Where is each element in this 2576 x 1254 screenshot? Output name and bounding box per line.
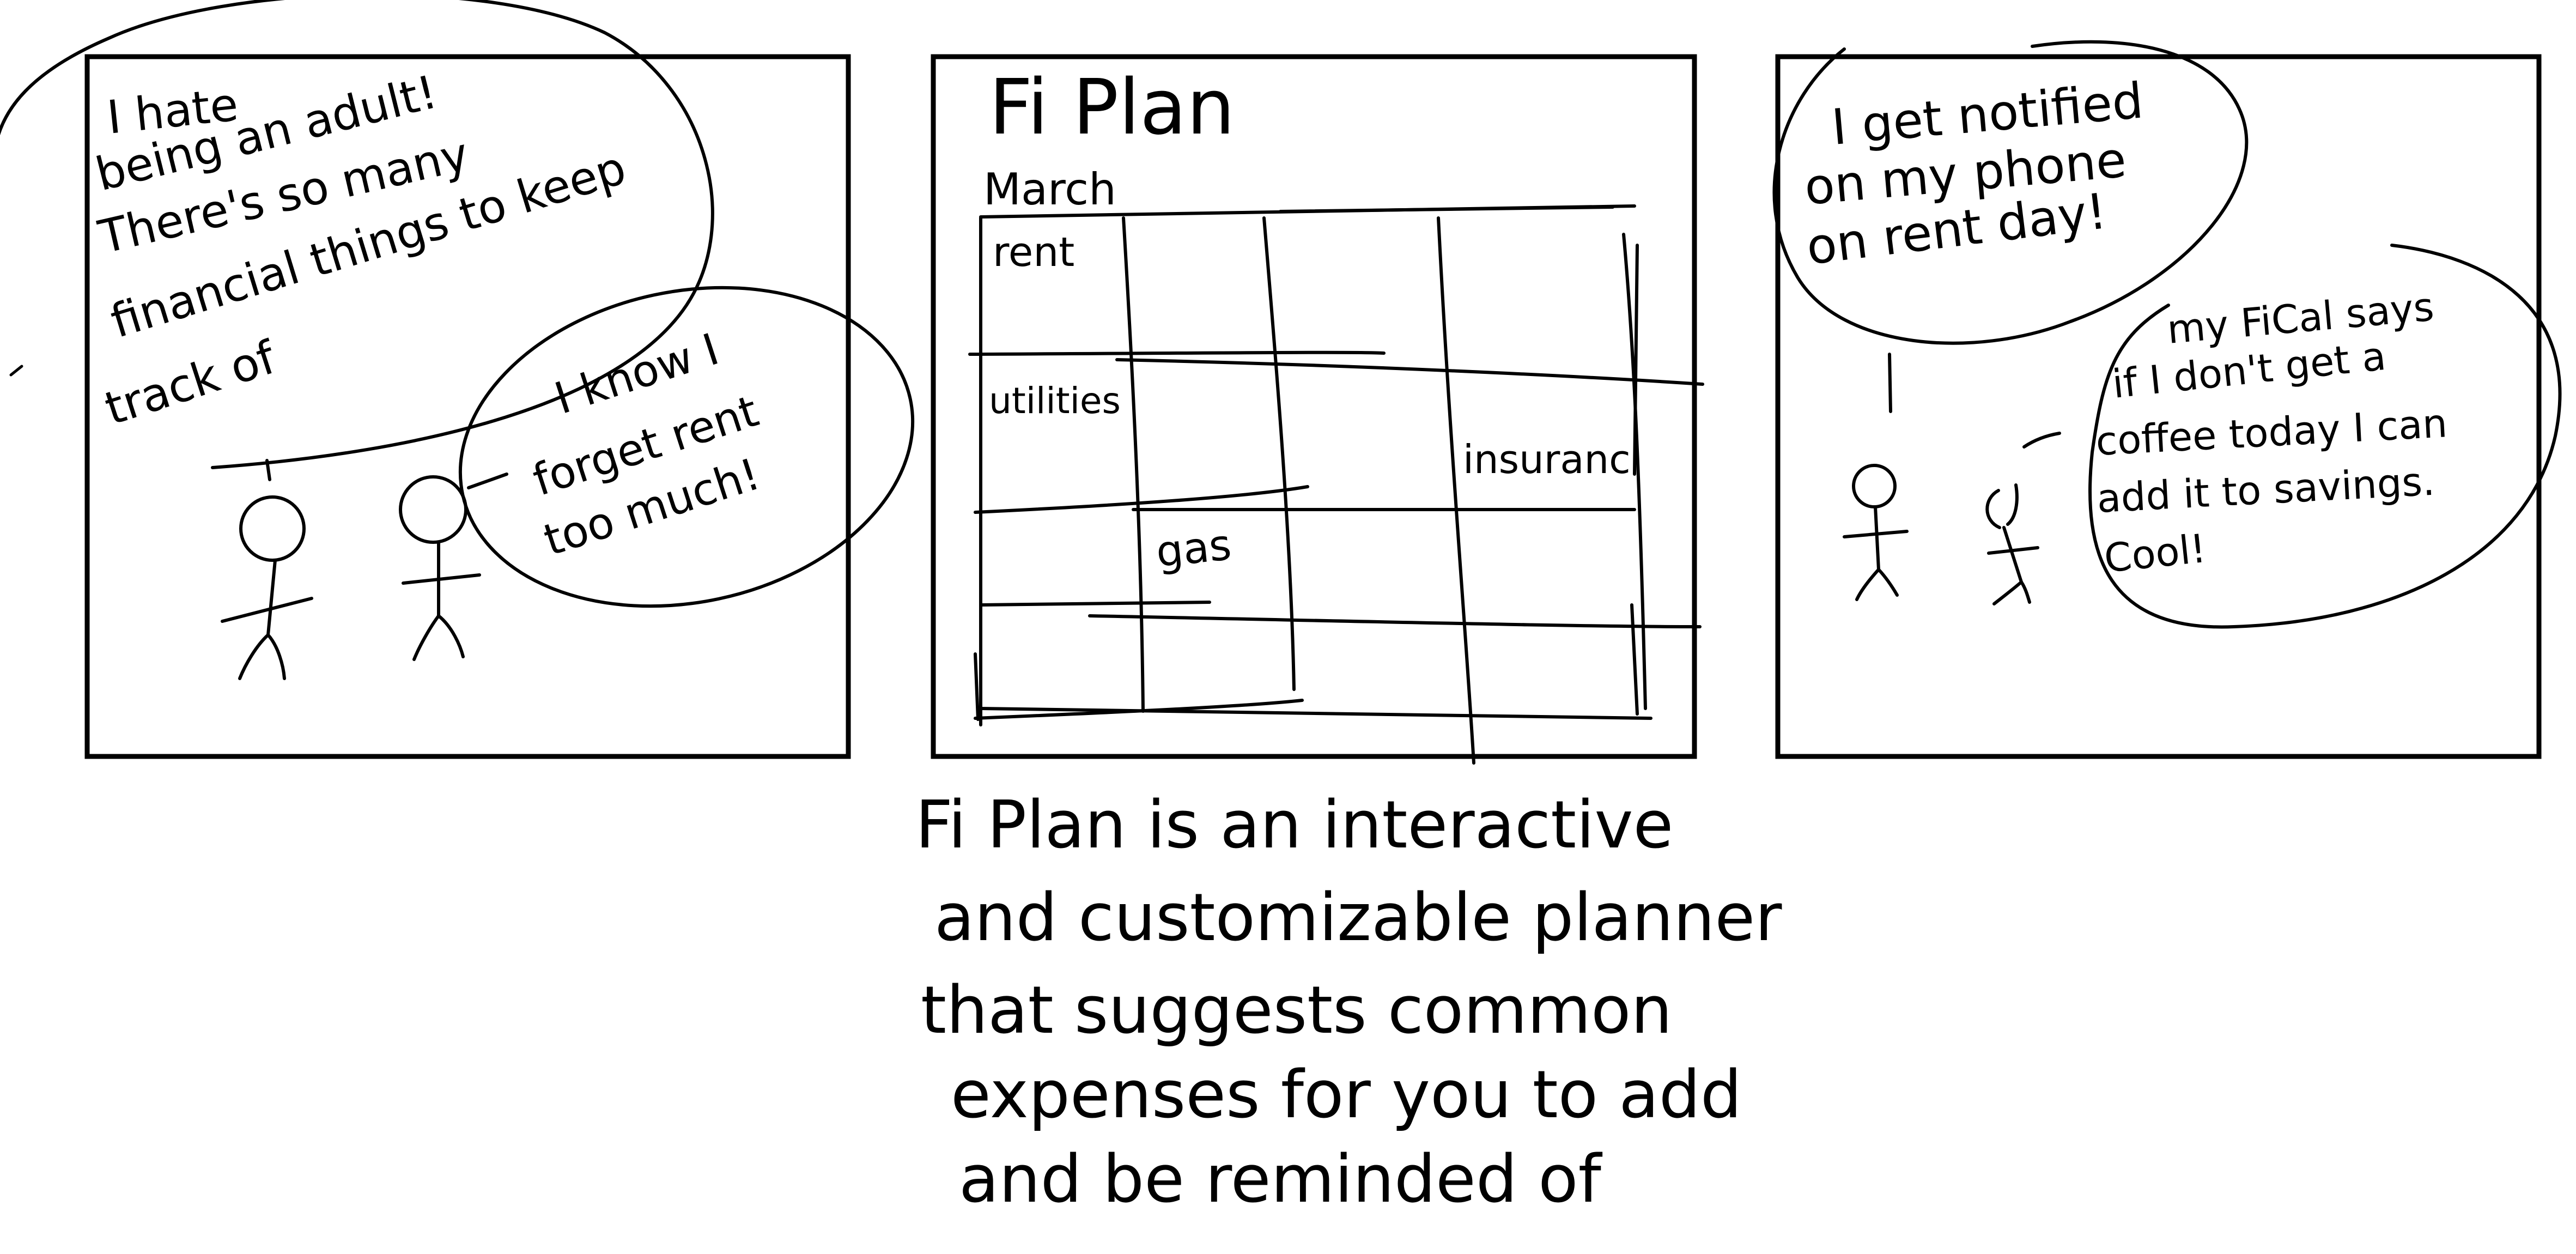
speech-tail-3 [2022,432,2061,449]
speech-3-line-5: Cool! [2102,525,2208,581]
cell-utilities: utilities [989,380,1121,422]
caption-line-2: and customizable planner [934,880,1782,956]
cell-insurance: insuranc [1463,437,1631,482]
stick-figure-3 [1843,353,1909,601]
stick-figure-1 [221,459,313,680]
panel-3: I get notified on my phone on rent day! … [1772,40,2562,759]
stick-figure-4 [1985,483,2039,605]
cell-rent: rent [993,229,1074,276]
caption-line-5: and be reminded of [959,1142,1603,1217]
stick-figure-2 [399,472,508,661]
panel-1: I hate being an adult! There's so many f… [0,0,915,759]
panel-1-frame [84,54,851,759]
panel-2: Fi Plan March rent utilities insuranc [931,54,1704,765]
caption-line-4: expenses for you to add [951,1057,1742,1133]
app-title: Fi Plan [989,63,1235,152]
thought-bubble-1 [0,0,714,469]
panel-3-frame [1775,54,2542,759]
stray-mark [9,365,23,377]
planner-grid [968,204,1704,765]
caption: Fi Plan is an interactive and customizab… [915,787,1782,1217]
speech-bubble-3 [2088,244,2562,629]
speech-3-line-4: add it to savings. [2095,458,2435,522]
caption-line-3: that suggests common [921,973,1672,1049]
month-label: March [983,164,1116,215]
caption-line-1: Fi Plan is an interactive [915,787,1673,863]
panel-2-frame [931,54,1697,759]
cell-gas: gas [1154,520,1234,577]
thought-bubble-3 [1772,40,2249,345]
speech-3-line-3: coffee today I can [2094,400,2448,464]
